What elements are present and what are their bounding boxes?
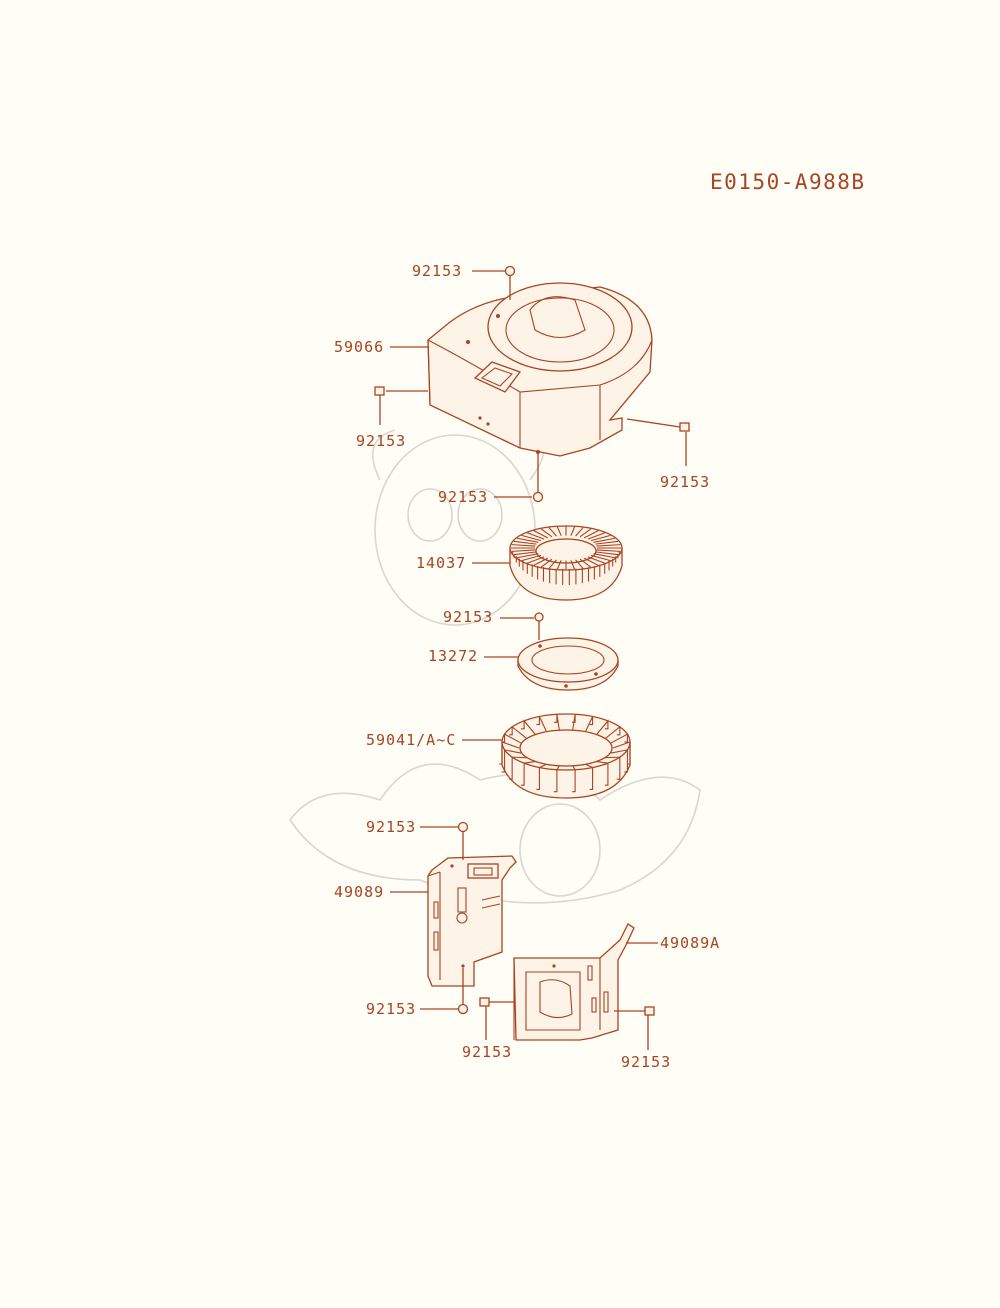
label-cover-right: 49089A	[660, 934, 720, 952]
screen-fin	[513, 540, 537, 545]
screen-fin	[548, 527, 557, 537]
cover-right-49089A[interactable]	[513, 923, 658, 1041]
shroud-59066[interactable]	[427, 282, 653, 457]
cover-left-49089[interactable]	[390, 855, 517, 987]
label-bolt-plate: 92153	[443, 608, 493, 626]
label-bolt-cover-top: 92153	[366, 818, 416, 836]
screen-fin	[575, 559, 584, 569]
fan-blade	[509, 756, 527, 780]
fan-blade	[553, 765, 560, 793]
screen-fin	[548, 559, 557, 569]
bolt-cover-left-top[interactable]	[420, 821, 469, 861]
screen-fin	[516, 537, 539, 543]
bolt-right[interactable]	[679, 422, 690, 432]
label-bolt-cover-right-right: 92153	[621, 1053, 671, 1071]
fan-blades	[499, 714, 631, 793]
fan-blade	[509, 725, 527, 739]
fan-blade	[605, 756, 621, 780]
label-bolt-cover-right-left: 92153	[462, 1043, 512, 1061]
screen-fin	[579, 558, 592, 568]
screen-fin	[521, 554, 542, 562]
screen-fin	[579, 528, 592, 538]
plate-13272[interactable]	[484, 637, 619, 691]
bolt-bottom[interactable]	[532, 491, 544, 503]
bolt-plate[interactable]	[500, 612, 544, 640]
screen-fin	[516, 553, 539, 559]
screen-fin	[595, 551, 619, 556]
screen-fin	[513, 551, 537, 556]
fan-blade	[553, 714, 560, 731]
screen-fin	[587, 556, 606, 564]
screen-fin	[533, 557, 549, 566]
screen-fin	[521, 534, 542, 542]
label-cover-left: 49089	[334, 883, 384, 901]
label-shroud: 59066	[334, 338, 384, 356]
fan-blade	[612, 741, 631, 765]
screen-fin	[590, 534, 611, 542]
screen-fin	[595, 540, 619, 545]
label-bolt-right: 92153	[660, 473, 710, 491]
fan-blade	[521, 761, 536, 786]
label-bolt-left: 92153	[356, 432, 406, 450]
fan-blade	[585, 716, 594, 732]
bolt-top[interactable]	[504, 265, 516, 277]
screen-fin	[511, 544, 536, 547]
screen-fin	[556, 560, 562, 570]
screen-fin	[526, 556, 545, 564]
fan-blade	[596, 719, 609, 735]
screen-fin	[596, 544, 621, 547]
label-bolt-bottom: 92153	[438, 488, 488, 506]
label-bolt-top: 92153	[412, 262, 462, 280]
fan-blade	[521, 719, 536, 735]
bolt-cover-right-right[interactable]	[614, 1006, 655, 1050]
screen-fin	[575, 527, 584, 537]
screen-fin	[593, 537, 616, 543]
fan-blade	[499, 741, 520, 765]
diagram-code: E0150-A988B	[710, 170, 866, 194]
fan-blade	[536, 716, 547, 732]
screen-fin	[540, 558, 553, 568]
screen-fin	[570, 526, 576, 536]
screen-14037[interactable]	[472, 525, 623, 601]
screen-fin	[570, 560, 576, 570]
fan-blade	[572, 765, 576, 793]
fan-blade	[572, 714, 576, 731]
screen-fin	[526, 532, 545, 540]
screen-fin	[593, 553, 616, 559]
label-plate: 13272	[428, 647, 478, 665]
fan-blade	[501, 749, 522, 773]
fan-blade	[585, 763, 594, 791]
flywheel-fan-59041[interactable]	[462, 713, 631, 799]
screen-fin	[556, 526, 562, 536]
bolt-cover-right-left[interactable]	[479, 997, 514, 1040]
screen-fin	[540, 528, 553, 538]
fan-blade	[610, 749, 628, 773]
screen-fin	[533, 530, 549, 539]
watermark-dragon	[289, 429, 701, 904]
fan-blade	[501, 733, 522, 744]
fan-blade	[536, 763, 547, 791]
label-flywheel-fan: 59041/A~C	[366, 731, 456, 749]
fan-blade	[610, 733, 628, 744]
bolt-cover-left-bottom[interactable]	[420, 968, 469, 1015]
label-bolt-cover-bottom: 92153	[366, 1000, 416, 1018]
screen-fin	[587, 532, 606, 540]
screen-fin	[583, 530, 599, 539]
bolt-left[interactable]	[374, 386, 385, 396]
screen-fin	[596, 549, 621, 552]
leaders-shroud	[374, 265, 690, 503]
screen-fins	[511, 526, 621, 585]
fan-blade	[605, 725, 621, 739]
label-screen: 14037	[416, 554, 466, 572]
screen-fin	[590, 554, 611, 562]
fan-blade	[596, 761, 609, 786]
screen-fin	[511, 549, 536, 552]
screen-fin	[583, 557, 599, 566]
